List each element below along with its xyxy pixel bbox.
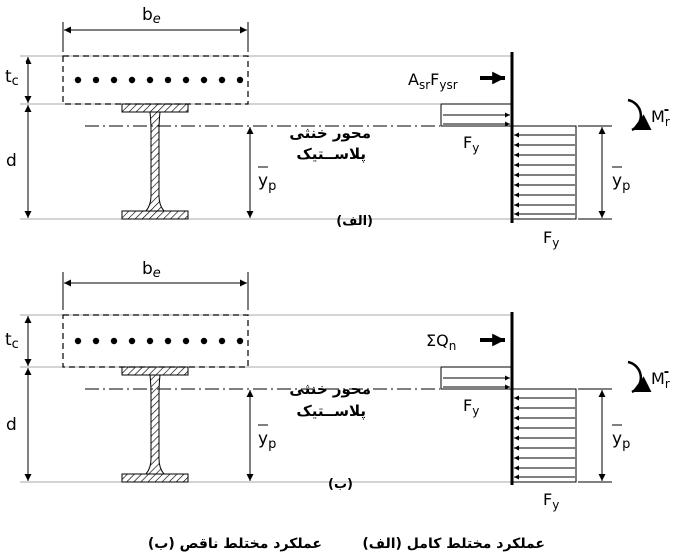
moment-arrow <box>627 360 652 394</box>
fy-lower-label: Fy <box>543 490 559 512</box>
shear-connector-force-label: ΣQn <box>426 331 456 353</box>
yp-right-label: yp <box>612 429 630 452</box>
upper-tension-block <box>440 366 513 390</box>
axis-label-line1: محور خنثی <box>289 124 371 142</box>
moment-arrow <box>627 98 652 132</box>
panel-b-tag: (ب) <box>328 477 353 492</box>
lower-stress-arrows <box>514 132 575 217</box>
moment-label: Mr- <box>651 103 670 129</box>
lower-stress-arrows <box>514 395 575 480</box>
rebar-dots <box>74 337 244 345</box>
d-label: d <box>6 151 17 171</box>
steel-i-beam <box>121 103 189 220</box>
fy-upper-label: Fy <box>463 133 479 155</box>
panel-a: be محور خنثی پلاســتیک <box>4 5 670 250</box>
panel-a-tag: (الف) <box>336 214 373 229</box>
d-label: d <box>6 415 17 435</box>
be-label: be <box>142 259 161 281</box>
rebar-dots <box>74 76 244 84</box>
upper-tension-block <box>440 103 513 127</box>
lower-stress-block <box>511 388 577 483</box>
axis-label-line2: پلاســتیک <box>296 145 366 164</box>
fy-upper-label: Fy <box>463 396 479 418</box>
caption-full-action: (الف) عملکرد مختلط کامل <box>362 536 545 552</box>
steel-i-beam <box>121 366 189 483</box>
axis-label-line2: پلاســتیک <box>296 402 366 421</box>
axis-label-line1: محور خنثی <box>289 380 371 398</box>
fy-lower-label: Fy <box>543 228 559 250</box>
panel-b: be محور خنثی پلاســتیک <box>4 259 670 512</box>
yp-label: yp <box>258 171 276 194</box>
moment-label: Mr- <box>651 365 670 391</box>
slab-force-label: AsrFysr <box>408 70 458 92</box>
yp-right-label: yp <box>612 171 630 194</box>
be-label: be <box>142 5 161 27</box>
lower-stress-block <box>511 125 577 220</box>
concrete-slab <box>62 314 249 368</box>
yp-label: yp <box>258 429 276 452</box>
tc-label: tc <box>5 330 19 352</box>
caption-partial-action: (ب) عملکرد مختلط ناقص <box>148 536 322 552</box>
tc-label: tc <box>5 67 19 89</box>
